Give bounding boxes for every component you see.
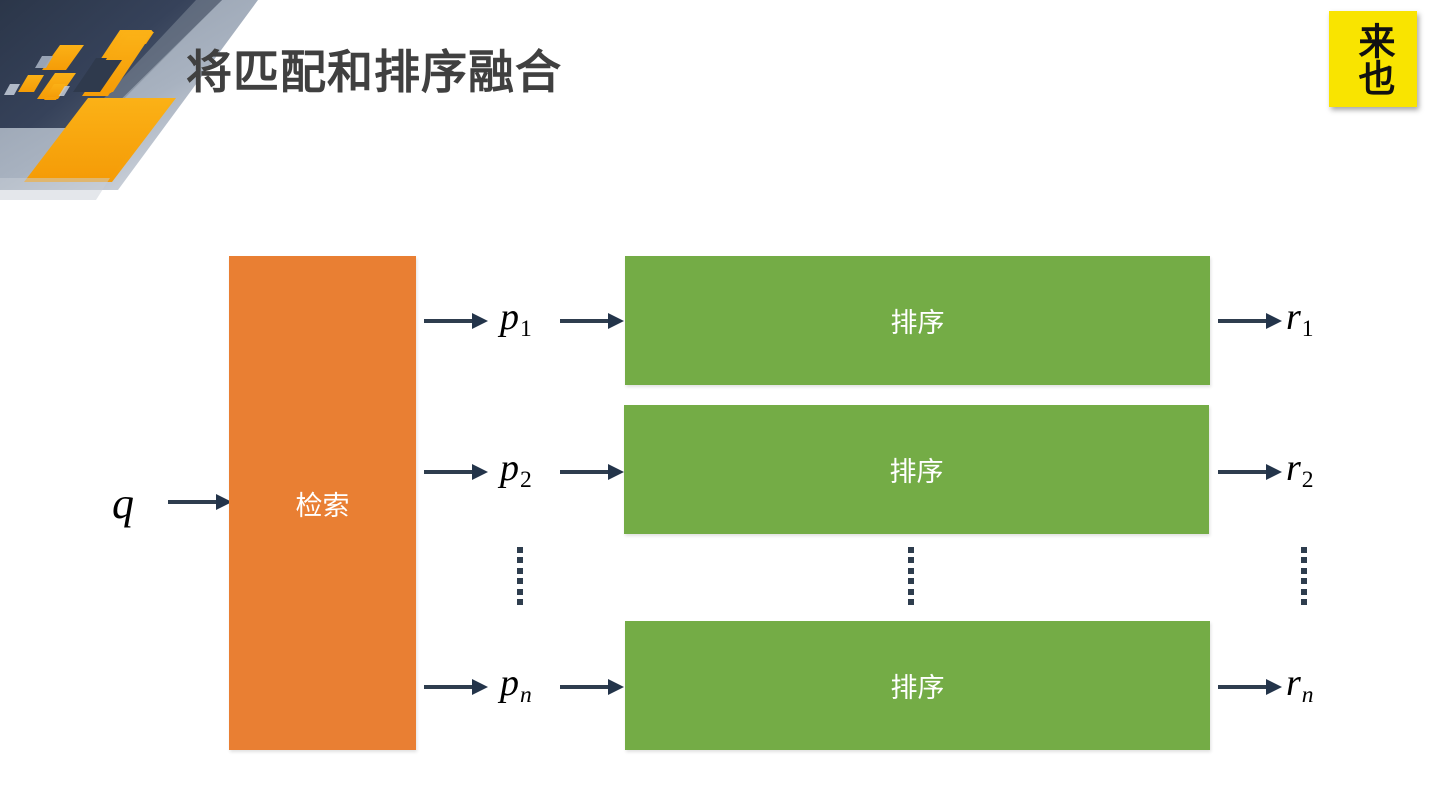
arrow-query-to-retrieval xyxy=(168,494,232,510)
arrow-rank2-to-r2 xyxy=(1218,464,1282,480)
rank-label-2: 排序 xyxy=(889,457,944,487)
passage-label-2: p2 xyxy=(500,449,532,492)
result-label-1: r1 xyxy=(1286,298,1314,341)
retrieval-box: 检索 xyxy=(229,256,416,750)
passage-subscript-1: 1 xyxy=(520,315,532,342)
result-symbol-1: r xyxy=(1286,296,1301,338)
rank-box-1: 排序 xyxy=(625,256,1210,385)
result-symbol-n: r xyxy=(1286,662,1301,704)
query-label: q xyxy=(112,479,134,528)
rank-box-n: 排序 xyxy=(625,621,1210,750)
rank-box-2: 排序 xyxy=(624,405,1209,534)
passage-symbol-1: p xyxy=(500,296,519,338)
arrow-pn-to-rankn xyxy=(560,679,624,695)
arrow-retrieval-to-pn xyxy=(424,679,488,695)
passage-subscript-2: 2 xyxy=(520,466,532,493)
passage-label-1: p1 xyxy=(500,298,532,341)
arrow-retrieval-to-p2 xyxy=(424,464,488,480)
result-subscript-n: n xyxy=(1301,681,1314,708)
arrow-p2-to-rank2 xyxy=(560,464,624,480)
result-subscript-2: 2 xyxy=(1301,466,1314,493)
arrow-retrieval-to-p1 xyxy=(424,313,488,329)
rank-label-1: 排序 xyxy=(890,308,945,338)
result-symbol-2: r xyxy=(1286,447,1301,489)
result-label-2: r2 xyxy=(1286,449,1314,492)
arrow-p1-to-rank1 xyxy=(560,313,624,329)
arrow-rank1-to-r1 xyxy=(1218,313,1282,329)
brand-logo-text: 来也 xyxy=(1352,22,1396,96)
rank-label-n: 排序 xyxy=(890,673,945,703)
passage-symbol-2: p xyxy=(500,447,519,489)
arrow-rankn-to-rn xyxy=(1218,679,1282,695)
page-title: 将匹配和排序融合 xyxy=(186,46,562,98)
ellipsis-rank-boxes xyxy=(907,547,915,605)
retrieval-label: 检索 xyxy=(295,490,350,521)
result-subscript-1: 1 xyxy=(1301,315,1314,342)
ellipsis-results xyxy=(1300,547,1308,605)
brand-logo: 来也 xyxy=(1329,11,1417,107)
ellipsis-passages xyxy=(516,547,524,605)
passage-symbol-n: p xyxy=(500,662,519,704)
result-label-n: rn xyxy=(1286,664,1314,707)
passage-subscript-n: n xyxy=(520,681,532,708)
passage-label-n: pn xyxy=(500,664,532,707)
corner-decoration xyxy=(0,0,258,200)
